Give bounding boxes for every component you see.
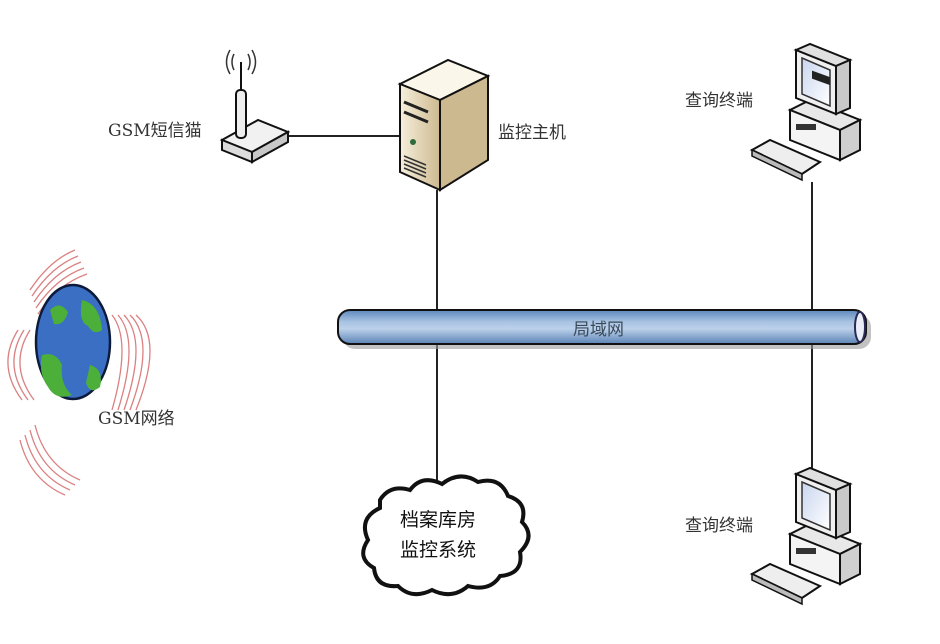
lan-label: 局域网 — [573, 320, 624, 340]
pipe-end-cap — [854, 311, 866, 343]
wireless-router-icon — [219, 49, 291, 164]
query-terminal-bottom-label: 查询终端 — [685, 516, 753, 536]
desktop-computer-icon — [749, 466, 863, 606]
gsm-modem-label: GSM短信猫 — [108, 121, 202, 141]
server-tower-icon — [397, 58, 491, 192]
query-terminal-top-label: 查询终端 — [685, 91, 753, 111]
archive-monitor-line1: 档案库房 — [399, 509, 476, 531]
lan-pipe — [337, 309, 871, 349]
connections — [288, 135, 813, 488]
archive-monitor-label: 档案库房 监控系统 — [378, 505, 498, 565]
monitor-host-label: 监控主机 — [498, 123, 566, 143]
gsm-network-label: GSM网络 — [98, 409, 175, 429]
archive-monitor-line2: 监控系统 — [399, 539, 476, 561]
cloud-icon — [361, 474, 531, 597]
globe-signal-icon — [7, 249, 151, 496]
desktop-computer-icon — [749, 42, 863, 182]
